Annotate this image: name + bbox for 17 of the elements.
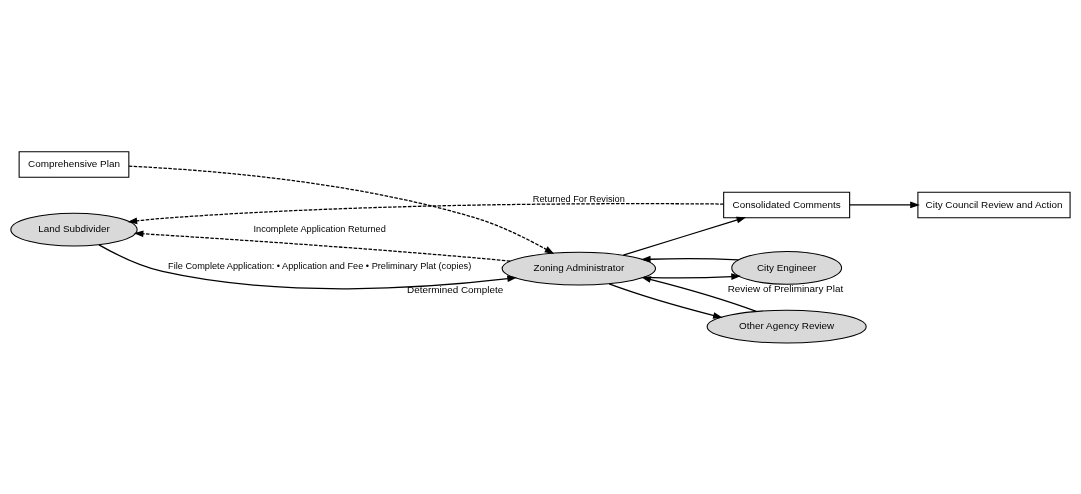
arrow bbox=[622, 216, 747, 256]
node-box: City Council Review and Action bbox=[917, 191, 1071, 218]
arrow bbox=[98, 243, 517, 289]
arrow bbox=[128, 165, 555, 254]
node-label: Review of Preliminary Plat bbox=[727, 282, 844, 294]
node-box: Comprehensive Plan bbox=[18, 150, 130, 178]
node-box: Consolidated Comments bbox=[723, 191, 851, 218]
arrow bbox=[640, 255, 740, 263]
edge-label: Returned For Revision bbox=[532, 193, 625, 204]
arrow bbox=[127, 202, 725, 224]
arrow bbox=[641, 275, 757, 312]
edge-label: Incomplete Application Returned bbox=[253, 223, 386, 234]
arrow bbox=[133, 229, 511, 262]
arrow bbox=[608, 282, 723, 319]
edge-label: File Complete Application: • Application and Fee • Preliminary Plat (copies) bbox=[168, 260, 472, 271]
node-label: Determined Complete bbox=[407, 283, 504, 295]
arrow bbox=[849, 201, 920, 208]
